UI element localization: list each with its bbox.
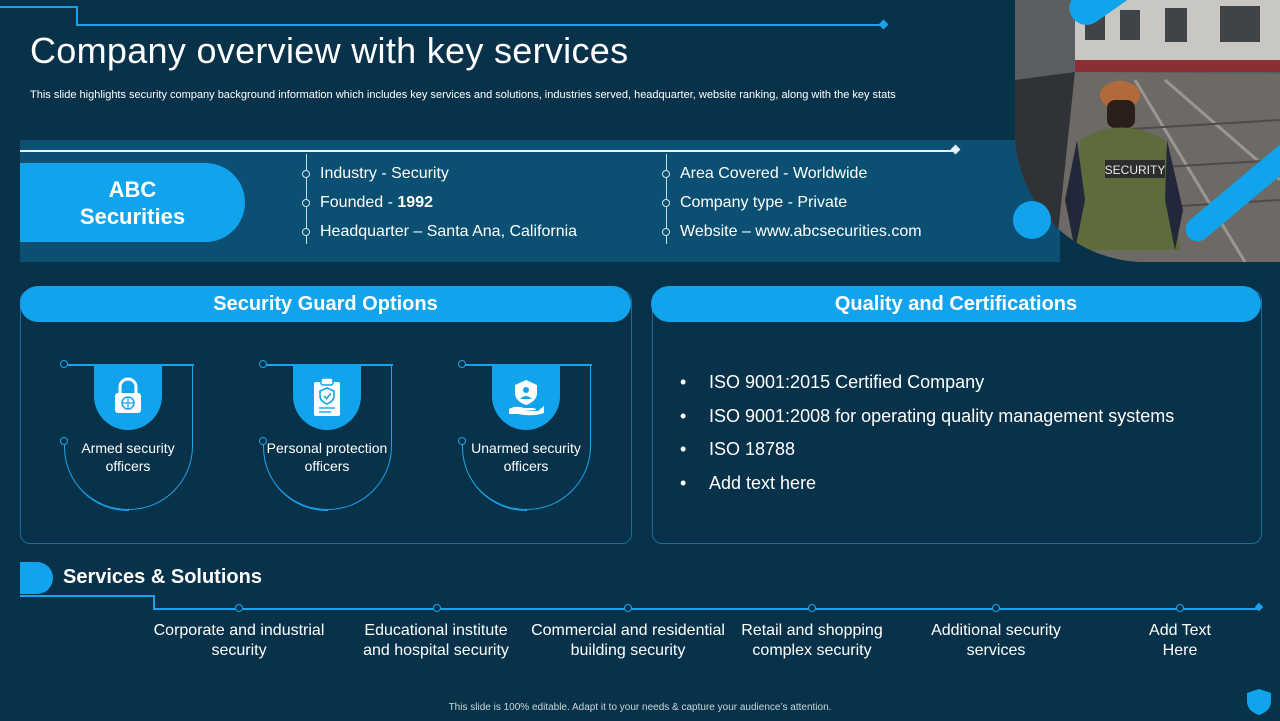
- timeline-node: [992, 604, 1000, 612]
- service-item: Corporate and industrial security: [153, 622, 325, 659]
- decor-circle: [1013, 201, 1051, 239]
- services-heading: Services & Solutions: [63, 566, 262, 588]
- shield-icon: [1246, 688, 1272, 721]
- page-title: Company overview with key services: [30, 30, 629, 71]
- decor-line: [76, 6, 78, 26]
- badge-text: SECURITY: [1105, 163, 1166, 177]
- footer-note: This slide is 100% editable. Adapt it to…: [448, 702, 832, 713]
- security-guard-photo: SECURITY: [1015, 0, 1280, 262]
- lock-icon: [94, 364, 162, 430]
- clipboard-shield-icon: [293, 364, 361, 430]
- service-item: Add Text Here: [1149, 622, 1211, 659]
- decor-diamond: [1254, 602, 1264, 612]
- service-item: Commercial and residential building secu…: [531, 622, 725, 659]
- company-info-column-2: Area Covered - Worldwide Company type - …: [662, 154, 1006, 244]
- timeline-node: [1176, 604, 1184, 612]
- company-name: ABC Securities: [79, 176, 186, 229]
- service-item: Educational institute and hospital secur…: [363, 622, 509, 659]
- node-icon: [302, 199, 310, 207]
- decor-line: [0, 6, 78, 8]
- company-info-column-1: Industry - Security Founded - 1992 Headq…: [302, 154, 646, 244]
- guard-option-label: Personal protection officers: [266, 440, 388, 474]
- decor-line: [20, 595, 154, 597]
- node-icon: [302, 228, 310, 236]
- service-item: Additional security services: [931, 622, 1061, 659]
- node-icon: [662, 170, 670, 178]
- decor-line: [20, 150, 956, 152]
- services-timeline: [153, 608, 1258, 610]
- guard-option-personal: Personal protection officers: [259, 360, 393, 514]
- timeline-node: [433, 604, 441, 612]
- services-tab-marker: [20, 562, 53, 594]
- guard-option-label: Unarmed security officers: [471, 440, 581, 474]
- guard-options-heading: Security Guard Options: [20, 286, 631, 322]
- certifications-list: •ISO 9001:2015 Certified Company •ISO 90…: [680, 372, 1175, 493]
- founded-year: 1992: [397, 194, 433, 211]
- page-subtitle: This slide highlights security company b…: [30, 89, 896, 101]
- guard-option-label: Armed security officers: [81, 440, 175, 474]
- node-icon: [302, 170, 310, 178]
- hand-shield-icon: [492, 364, 560, 430]
- decor-line: [76, 24, 884, 26]
- timeline-node: [624, 604, 632, 612]
- service-item: Retail and shopping complex security: [741, 622, 883, 659]
- guard-option-unarmed: Unarmed security officers: [458, 360, 592, 514]
- company-name-badge: ABC Securities: [20, 163, 245, 242]
- decor-line: [153, 595, 155, 609]
- node-icon: [662, 228, 670, 236]
- certifications-heading: Quality and Certifications: [651, 286, 1261, 322]
- guard-option-armed: Armed security officers: [60, 360, 194, 514]
- timeline-node: [808, 604, 816, 612]
- node-icon: [662, 199, 670, 207]
- timeline-node: [235, 604, 243, 612]
- decor-diamond: [878, 19, 889, 30]
